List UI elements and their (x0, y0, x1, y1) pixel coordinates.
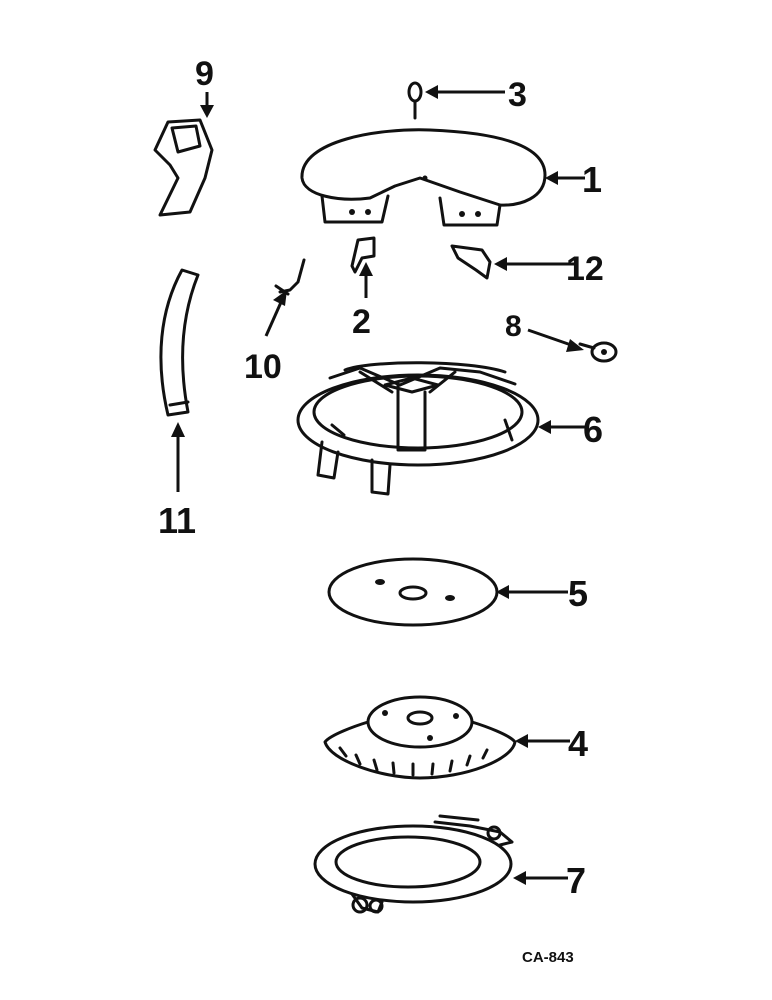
part-7-ring-clamp (313, 814, 514, 914)
leader-10 (264, 290, 287, 337)
callout-3: 3 (508, 76, 527, 114)
callout-5: 5 (568, 573, 588, 614)
callout-9: 9 (195, 55, 214, 93)
part-5-washer (327, 557, 499, 627)
callout-10: 10 (244, 348, 282, 386)
leader-2 (359, 262, 373, 298)
part-6-frame (296, 361, 540, 496)
callout-6: 6 (583, 409, 603, 450)
leader-7 (513, 871, 568, 885)
leader-3 (425, 85, 505, 99)
part-3-pin (407, 81, 423, 120)
part-10-clip (274, 258, 306, 296)
part-8-bolt (527, 328, 618, 363)
part-12-plate (450, 244, 492, 280)
part-4-dish (323, 695, 517, 780)
leader-4 (515, 734, 570, 748)
callout-12: 12 (566, 250, 604, 288)
callout-8: 8 (505, 310, 522, 343)
callout-2: 2 (352, 303, 371, 341)
part-2-bracket (350, 236, 376, 274)
leader-6 (538, 420, 585, 434)
callout-11: 11 (158, 500, 196, 541)
leader-12 (494, 257, 575, 271)
figure-code: CA-843 (522, 949, 574, 966)
callout-7: 7 (566, 860, 586, 901)
leader-5 (496, 585, 568, 599)
callout-1: 1 (582, 159, 602, 200)
part-1-seat (300, 128, 547, 227)
leader-11 (171, 422, 185, 492)
leader-9 (200, 92, 214, 118)
callout-4: 4 (568, 723, 588, 764)
part-11-strap (159, 268, 200, 417)
part-9-grip (153, 118, 214, 217)
leader-1 (545, 171, 585, 185)
